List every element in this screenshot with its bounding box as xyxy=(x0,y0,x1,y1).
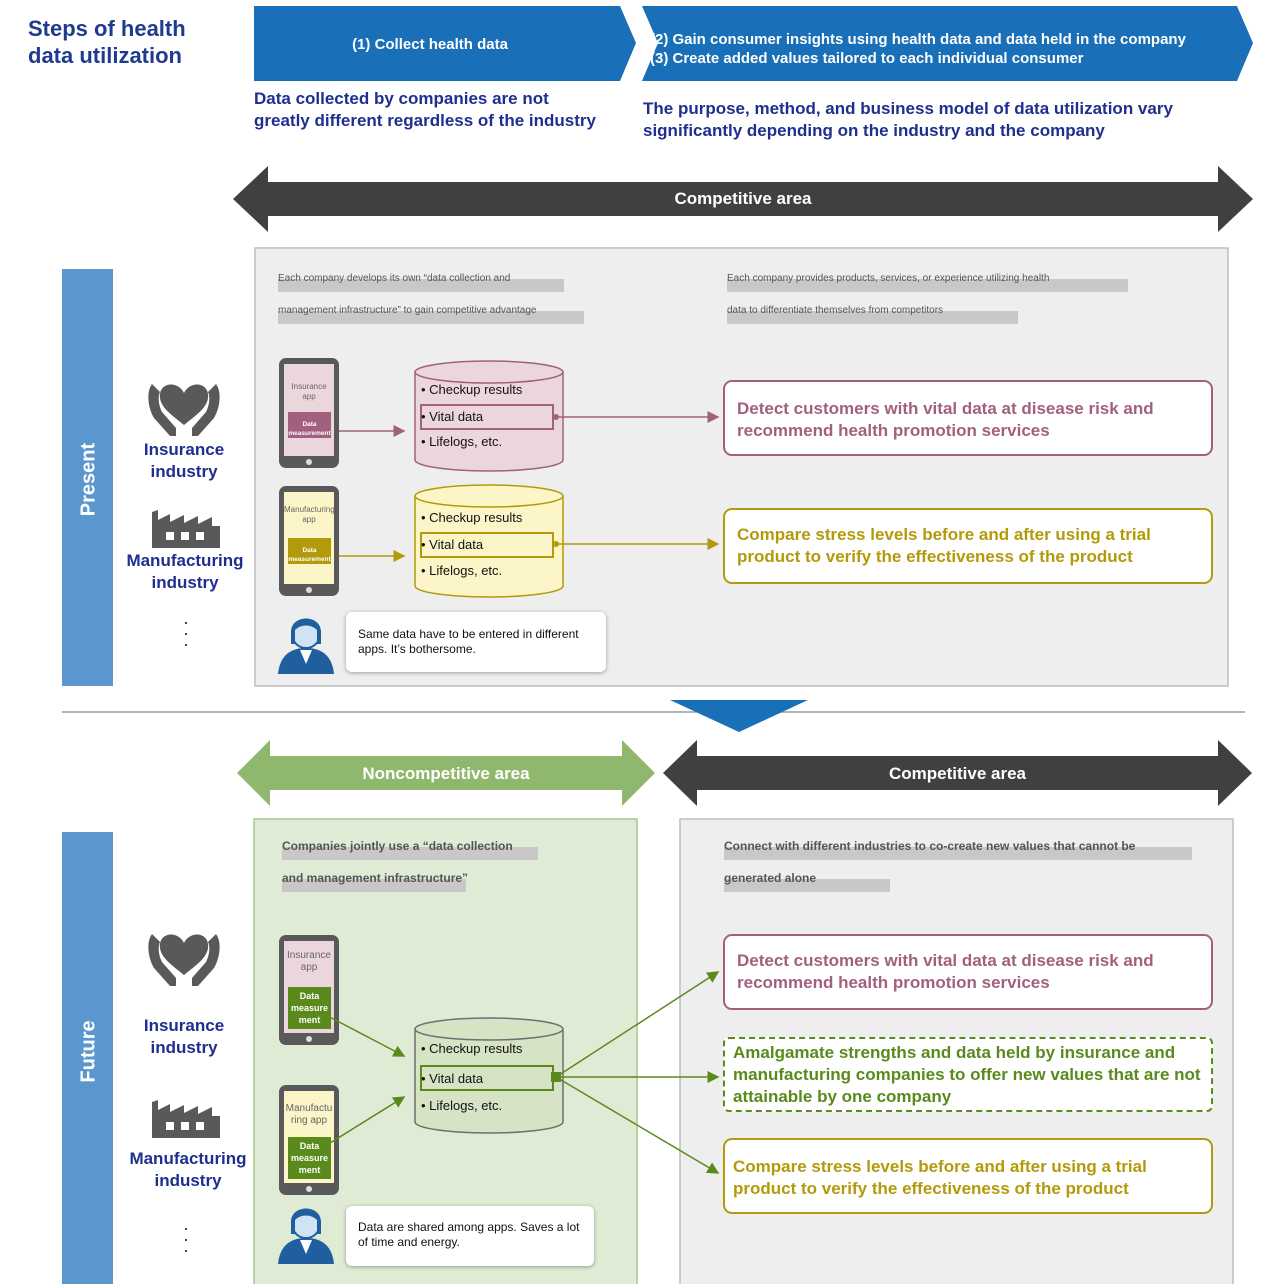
future-amalgamate-result: Amalgamate strengths and data held by in… xyxy=(723,1037,1213,1112)
step1-chevron xyxy=(254,6,636,81)
future-speech-bubble: Data are shared among apps. Saves a lot … xyxy=(346,1206,594,1266)
present-more-dots: · · · xyxy=(177,620,197,648)
factory-icon-future xyxy=(152,1100,220,1138)
future-manufacturing-measure-button: Data measure ment xyxy=(290,1141,329,1175)
present-header-right-2: data to differentiate themselves from co… xyxy=(727,305,944,316)
future-header-right-2: generated alone xyxy=(724,871,817,885)
heart-hands-icon xyxy=(148,384,220,436)
note-right: The purpose, method, and business model … xyxy=(643,99,1173,140)
present-speech-bubble: Same data have to be entered in differen… xyxy=(346,612,606,672)
person-icon-future xyxy=(278,1208,334,1264)
future-more-dots: · · · xyxy=(177,1226,197,1254)
future-manufacturing-app-name: Manufactu ring app xyxy=(285,1103,333,1126)
future-db-vital: • Vital data xyxy=(421,1071,484,1086)
competitive-area-label: Competitive area xyxy=(674,189,812,208)
present-label: Present xyxy=(77,442,100,517)
present-insurance-db-lifelogs: • Lifelogs, etc. xyxy=(421,434,503,449)
insurance-db-present xyxy=(414,372,564,472)
present-manufacturing-app-name: Manufacturing app xyxy=(284,505,335,524)
shared-db-future xyxy=(414,1029,564,1134)
future-insurance-app-name: Insurance app xyxy=(287,950,331,973)
competitive-arrow-top xyxy=(233,166,1253,232)
future-manufacturing-industry: Manufacturing industry xyxy=(129,1149,247,1190)
future-db-lifelogs: • Lifelogs, etc. xyxy=(421,1098,503,1113)
down-arrow xyxy=(670,700,808,732)
future-manufacturing-result: Compare stress levels before and after u… xyxy=(723,1138,1213,1214)
person-icon xyxy=(278,618,334,674)
step1-label: (1) Collect health data xyxy=(352,36,508,53)
step23-chevron xyxy=(642,6,1253,81)
present-header-right-1: Each company provides products, services… xyxy=(727,273,1050,284)
note-left: Data collected by companies are not grea… xyxy=(254,89,596,130)
competitive-arrow-future xyxy=(663,740,1252,806)
future-insurance-measure-button: Data measure ment xyxy=(290,991,329,1025)
present-insurance-industry: Insurance industry xyxy=(143,440,225,481)
present-insurance-result: Detect customers with vital data at dise… xyxy=(723,380,1213,456)
present-side-bar xyxy=(62,269,113,686)
present-insurance-measure-button: Data measurement xyxy=(288,421,331,437)
future-header-left-2: and management infrastructure” xyxy=(282,871,469,885)
future-competitive-area-label: Competitive area xyxy=(889,764,1026,783)
present-header-left-2: management infrastructure” to gain compe… xyxy=(278,305,537,316)
present-header-left-1: Each company develops its own “data coll… xyxy=(278,273,511,284)
step3-label: (3) Create added values tailored to each… xyxy=(650,50,1084,67)
heart-hands-icon-future xyxy=(148,934,220,986)
present-manufacturing-db-lifelogs: • Lifelogs, etc. xyxy=(421,563,503,578)
factory-icon xyxy=(152,510,220,548)
present-insurance-db-vital: • Vital data xyxy=(421,409,484,424)
page-title: Steps of health data utilization xyxy=(28,16,186,68)
noncompetitive-arrow xyxy=(237,740,655,806)
future-insurance-industry: Insurance industry xyxy=(143,1016,225,1057)
present-insurance-app-name: Insurance app xyxy=(291,382,327,401)
present-insurance-db-checkup: • Checkup results xyxy=(421,382,523,397)
future-db-checkup: • Checkup results xyxy=(421,1041,523,1056)
present-manufacturing-db-vital: • Vital data xyxy=(421,537,484,552)
future-header-left-1: Companies jointly use a “data collection xyxy=(282,839,513,853)
present-manufacturing-industry: Manufacturing industry xyxy=(126,551,244,592)
present-manufacturing-db-checkup: • Checkup results xyxy=(421,510,523,525)
future-header-right-1: Connect with different industries to co-… xyxy=(724,839,1136,853)
future-side-bar xyxy=(62,832,113,1284)
present-manufacturing-result: Compare stress levels before and after u… xyxy=(723,508,1213,584)
future-label: Future xyxy=(77,1020,100,1083)
manufacturing-db-present xyxy=(414,496,564,598)
noncompetitive-area-label: Noncompetitive area xyxy=(362,764,530,783)
present-manufacturing-measure-button: Data measurement xyxy=(288,547,331,563)
step2-label: (2) Gain consumer insights using health … xyxy=(650,31,1186,48)
future-insurance-result: Detect customers with vital data at dise… xyxy=(723,934,1213,1010)
